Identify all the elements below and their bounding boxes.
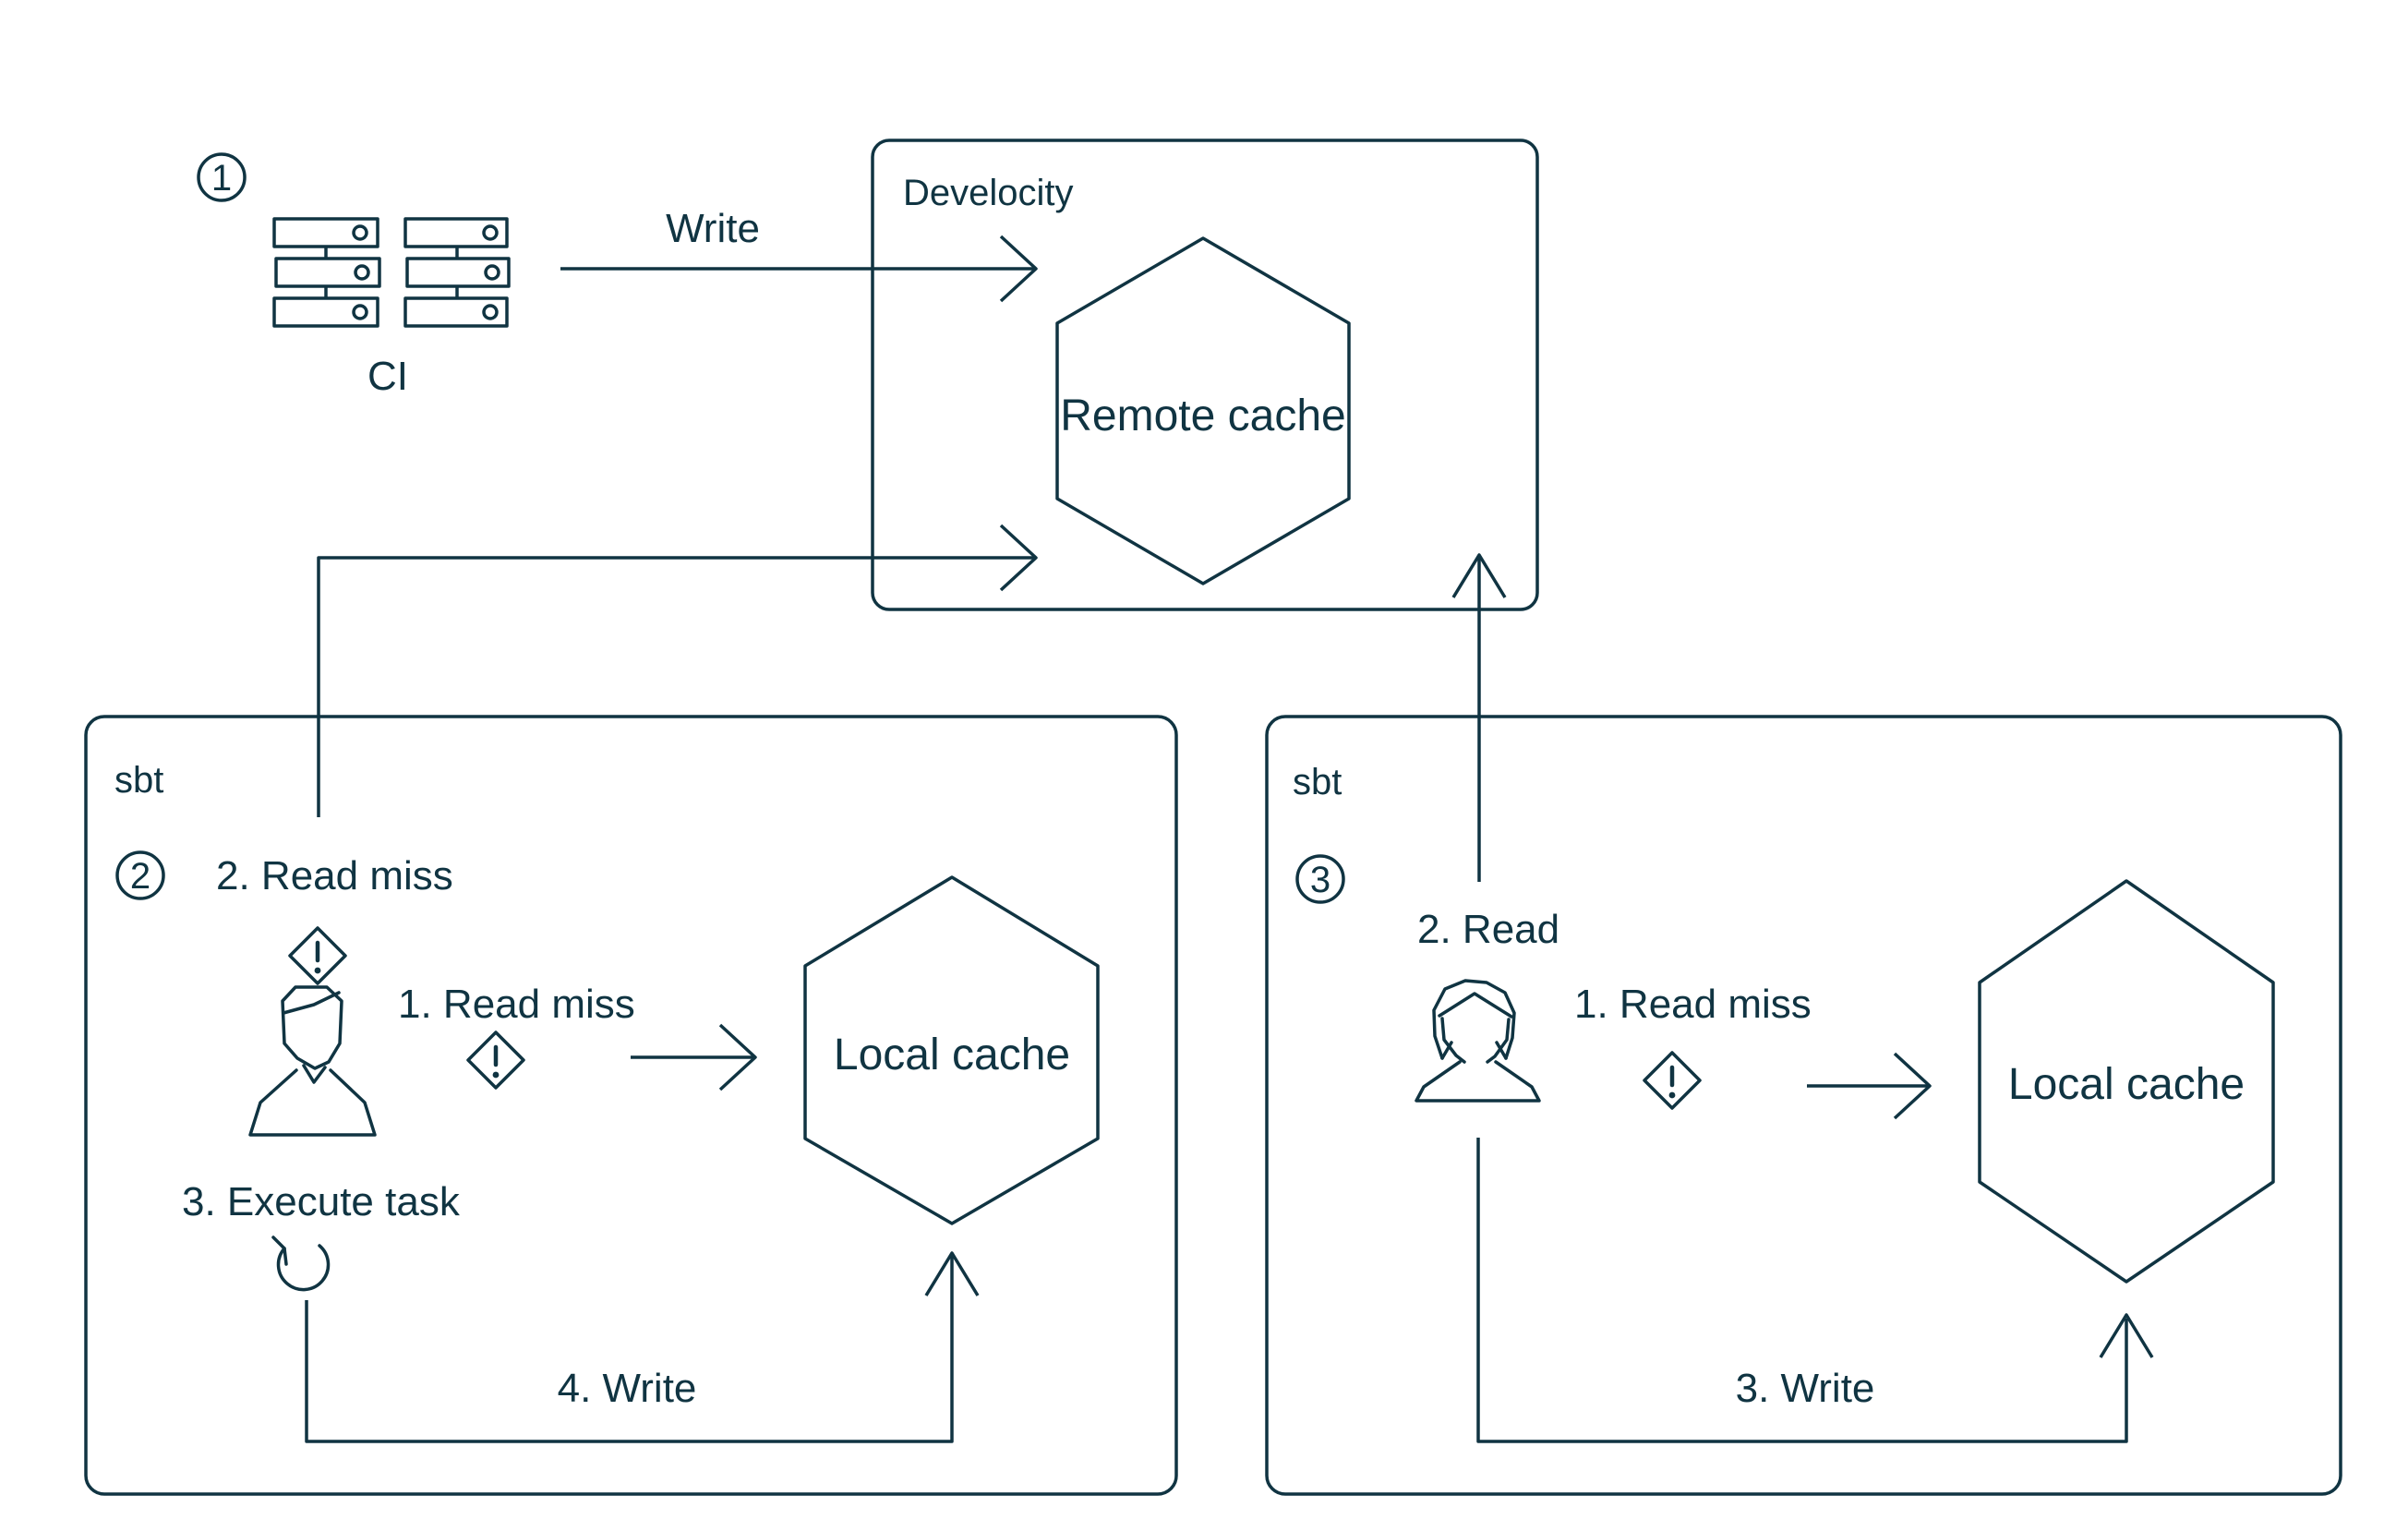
badge-circle — [115, 850, 165, 900]
user-male-icon — [248, 985, 377, 1137]
local-cache-label: Local cache — [2008, 1060, 2245, 1109]
step-badge-3: 3 — [1295, 854, 1345, 904]
ci-label: CI — [367, 354, 408, 399]
server-stack-icon — [272, 217, 511, 328]
warning-diamond-icon — [466, 1031, 525, 1090]
step-badge-1: 1 — [197, 152, 247, 202]
arrowhead-up-icon — [2099, 1313, 2154, 1358]
warning-diamond-icon — [1643, 1051, 1702, 1110]
local-write-arrow — [305, 1251, 980, 1443]
arrowhead-right-icon — [1893, 1052, 1932, 1120]
badge-number: 1 — [211, 158, 232, 199]
badge-number: 2 — [130, 856, 150, 897]
develocity-title: Develocity — [903, 173, 1074, 213]
sbt-dev-box — [1265, 715, 2342, 1496]
local-cache-hexagon: Local cache — [803, 875, 1100, 1225]
step-write-label: 4. Write — [558, 1366, 697, 1411]
step-local-read-miss-label: 1. Read miss — [1574, 982, 1812, 1027]
local-read-arrow — [631, 1023, 757, 1091]
step-remote-read-miss-label: 2. Read miss — [216, 853, 453, 898]
local-write-arrow — [1476, 1138, 2154, 1443]
arrowhead-right-icon — [718, 1023, 757, 1091]
badge-circle — [197, 152, 247, 202]
step-local-read-miss-label: 1. Read miss — [398, 982, 635, 1027]
remote-cache-label: Remote cache — [1060, 392, 1346, 440]
execute-refresh-icon — [271, 1236, 331, 1292]
arrowhead-up-icon — [924, 1251, 980, 1296]
sbt-ci-title: sbt — [114, 760, 163, 801]
step-remote-read-label: 2. Read — [1417, 907, 1559, 952]
sbt-dev-title: sbt — [1293, 762, 1342, 802]
local-cache-label: Local cache — [834, 1031, 1070, 1079]
sbt-read-remote-arrow — [317, 524, 1038, 817]
badge-number: 3 — [1310, 860, 1330, 900]
arrowhead-up-icon — [1451, 553, 1507, 598]
warning-diamond-icon — [288, 926, 347, 985]
arrowhead-right-icon — [999, 235, 1038, 303]
user-female-icon — [1415, 979, 1541, 1103]
badge-circle — [1295, 854, 1345, 904]
step-execute-task-label: 3. Execute task — [182, 1179, 461, 1224]
ci-write-arrow — [560, 235, 1038, 303]
step-write-label: 3. Write — [1736, 1366, 1875, 1411]
local-cache-hexagon: Local cache — [1978, 879, 2275, 1284]
sbt-ci-box — [84, 715, 1178, 1496]
sbt-write-remote-arrow — [1451, 553, 1507, 882]
local-read-arrow — [1807, 1052, 1932, 1120]
develocity-box — [871, 139, 1539, 611]
remote-cache-hexagon: Remote cache — [1055, 236, 1351, 585]
arrowhead-right-icon — [999, 524, 1038, 592]
write-arrow-label: Write — [666, 206, 760, 251]
step-badge-2: 2 — [115, 850, 165, 900]
